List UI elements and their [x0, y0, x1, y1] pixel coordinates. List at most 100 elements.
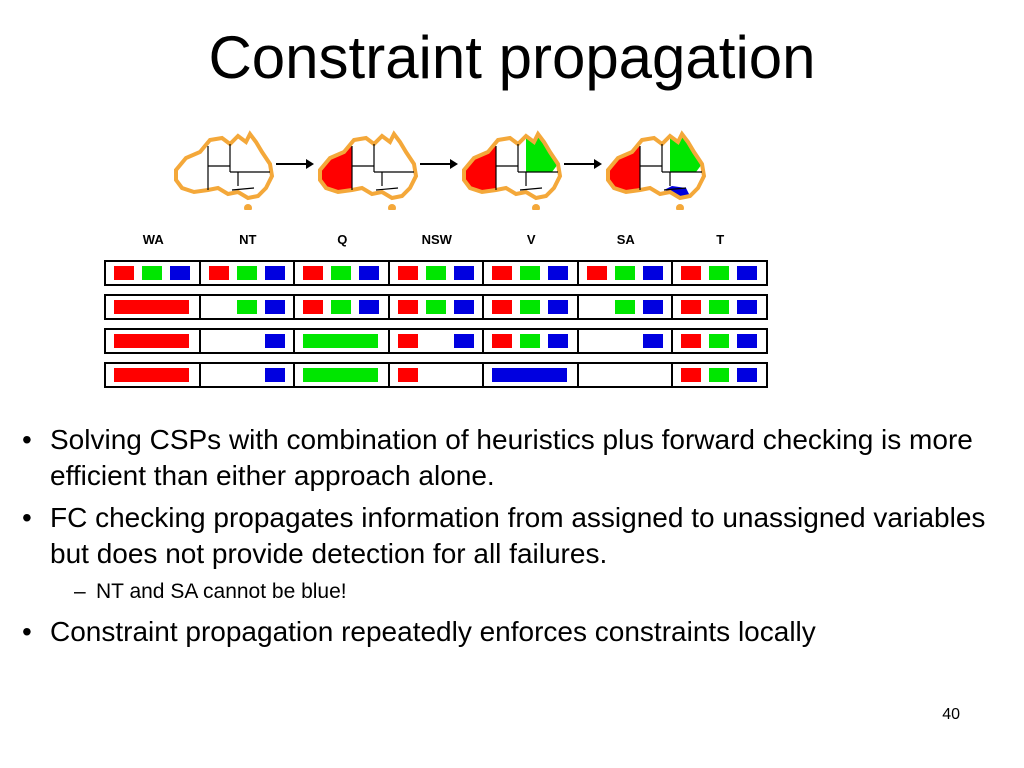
domain-value-blue	[548, 300, 568, 314]
domain-value-blue	[737, 300, 757, 314]
domain-value-red	[114, 334, 189, 348]
domain-value-red	[681, 368, 701, 382]
australia-map	[606, 132, 706, 210]
domain-cell	[484, 364, 579, 386]
domain-value-blue	[548, 334, 568, 348]
map-region-t	[676, 204, 684, 210]
domain-value-green	[614, 266, 635, 280]
domain-cell	[106, 296, 201, 318]
domain-value-blue	[737, 266, 757, 280]
domain-cell	[484, 262, 579, 284]
domain-cell	[579, 330, 673, 352]
domain-cell	[295, 364, 390, 386]
map-region-wa	[608, 146, 640, 192]
domain-value-blue	[642, 300, 663, 314]
domain-value-blue	[737, 368, 757, 382]
domain-cell	[484, 330, 579, 352]
domain-cell	[390, 296, 484, 318]
domain-row	[104, 260, 768, 286]
variable-header: Q	[337, 232, 348, 247]
domain-value-green	[236, 300, 257, 314]
domain-value-blue	[642, 266, 663, 280]
domain-value-red	[114, 368, 189, 382]
domain-cell	[579, 296, 673, 318]
bullet-text: Solving CSPs with combination of heurist…	[50, 424, 973, 491]
domain-value-green	[425, 266, 446, 280]
domain-value-red	[397, 368, 418, 382]
sub-bullet-dash: –	[74, 580, 86, 603]
domain-value-green	[709, 266, 729, 280]
domain-cell	[106, 262, 201, 284]
domain-value-green	[520, 266, 540, 280]
domain-value-red	[397, 334, 418, 348]
variable-header: V	[526, 232, 536, 247]
domain-cell	[673, 296, 768, 318]
domain-row	[104, 294, 768, 320]
domain-value-red	[492, 266, 512, 280]
arrow-head-icon	[450, 159, 458, 169]
domain-value-blue	[264, 266, 285, 280]
bullet-item: • FC checking propagates information fro…	[20, 500, 1000, 572]
domain-cell	[579, 262, 673, 284]
bullet-dot: •	[22, 502, 32, 533]
sub-bullet-item: – NT and SA cannot be blue!	[20, 578, 1000, 606]
arrow-head-icon	[306, 159, 314, 169]
domain-value-blue	[264, 334, 285, 348]
variable-header: T	[716, 232, 725, 247]
domain-value-red	[681, 334, 701, 348]
domain-value-green	[520, 300, 540, 314]
domain-value-blue	[492, 368, 567, 382]
domain-value-red	[586, 266, 607, 280]
state-border	[519, 187, 543, 191]
map-region-t	[388, 204, 396, 210]
bullet-list: • Solving CSPs with combination of heuri…	[20, 422, 1000, 656]
domain-value-green	[425, 300, 446, 314]
state-border	[231, 187, 255, 191]
bullet-text: FC checking propagates information from …	[50, 502, 986, 569]
domain-value-green	[614, 300, 635, 314]
domain-value-red	[303, 300, 323, 314]
domain-value-blue	[170, 266, 190, 280]
variable-header: WA	[142, 232, 164, 247]
arrow-head-icon	[594, 159, 602, 169]
domain-cell	[295, 330, 390, 352]
domain-value-red	[681, 266, 701, 280]
domain-cell	[201, 330, 295, 352]
domain-value-red	[492, 334, 512, 348]
domain-row	[104, 362, 768, 388]
domain-value-green	[142, 266, 162, 280]
domain-value-red	[208, 266, 229, 280]
domain-cell	[390, 364, 484, 386]
domain-value-green	[709, 334, 729, 348]
domain-cell	[579, 364, 673, 386]
domain-value-blue	[359, 266, 379, 280]
domain-value-blue	[359, 300, 379, 314]
domain-value-red	[114, 300, 189, 314]
australia-map	[174, 132, 274, 210]
state-border	[375, 187, 399, 191]
domain-cell	[201, 296, 295, 318]
australia-map	[318, 132, 418, 210]
forward-checking-table: WA NT Q NSW V SA T	[100, 228, 780, 398]
domain-cell	[390, 262, 484, 284]
domain-cell	[295, 296, 390, 318]
domain-value-red	[114, 266, 134, 280]
domain-value-green	[331, 266, 351, 280]
domain-value-green	[303, 368, 378, 382]
domain-value-blue	[548, 266, 568, 280]
map-region-wa	[464, 146, 496, 192]
domain-cell	[673, 262, 768, 284]
domain-cell	[673, 330, 768, 352]
domain-value-blue	[453, 266, 474, 280]
variable-header: NSW	[421, 232, 452, 247]
variable-header: NT	[239, 232, 257, 247]
variable-header: SA	[616, 232, 635, 247]
domain-cell	[295, 262, 390, 284]
domain-cell	[106, 330, 201, 352]
domain-cell	[201, 262, 295, 284]
slide-title: Constraint propagation	[208, 24, 816, 91]
domain-cell	[484, 296, 579, 318]
domain-value-blue	[737, 334, 757, 348]
domain-value-blue	[264, 300, 285, 314]
map-region-t	[244, 204, 252, 210]
